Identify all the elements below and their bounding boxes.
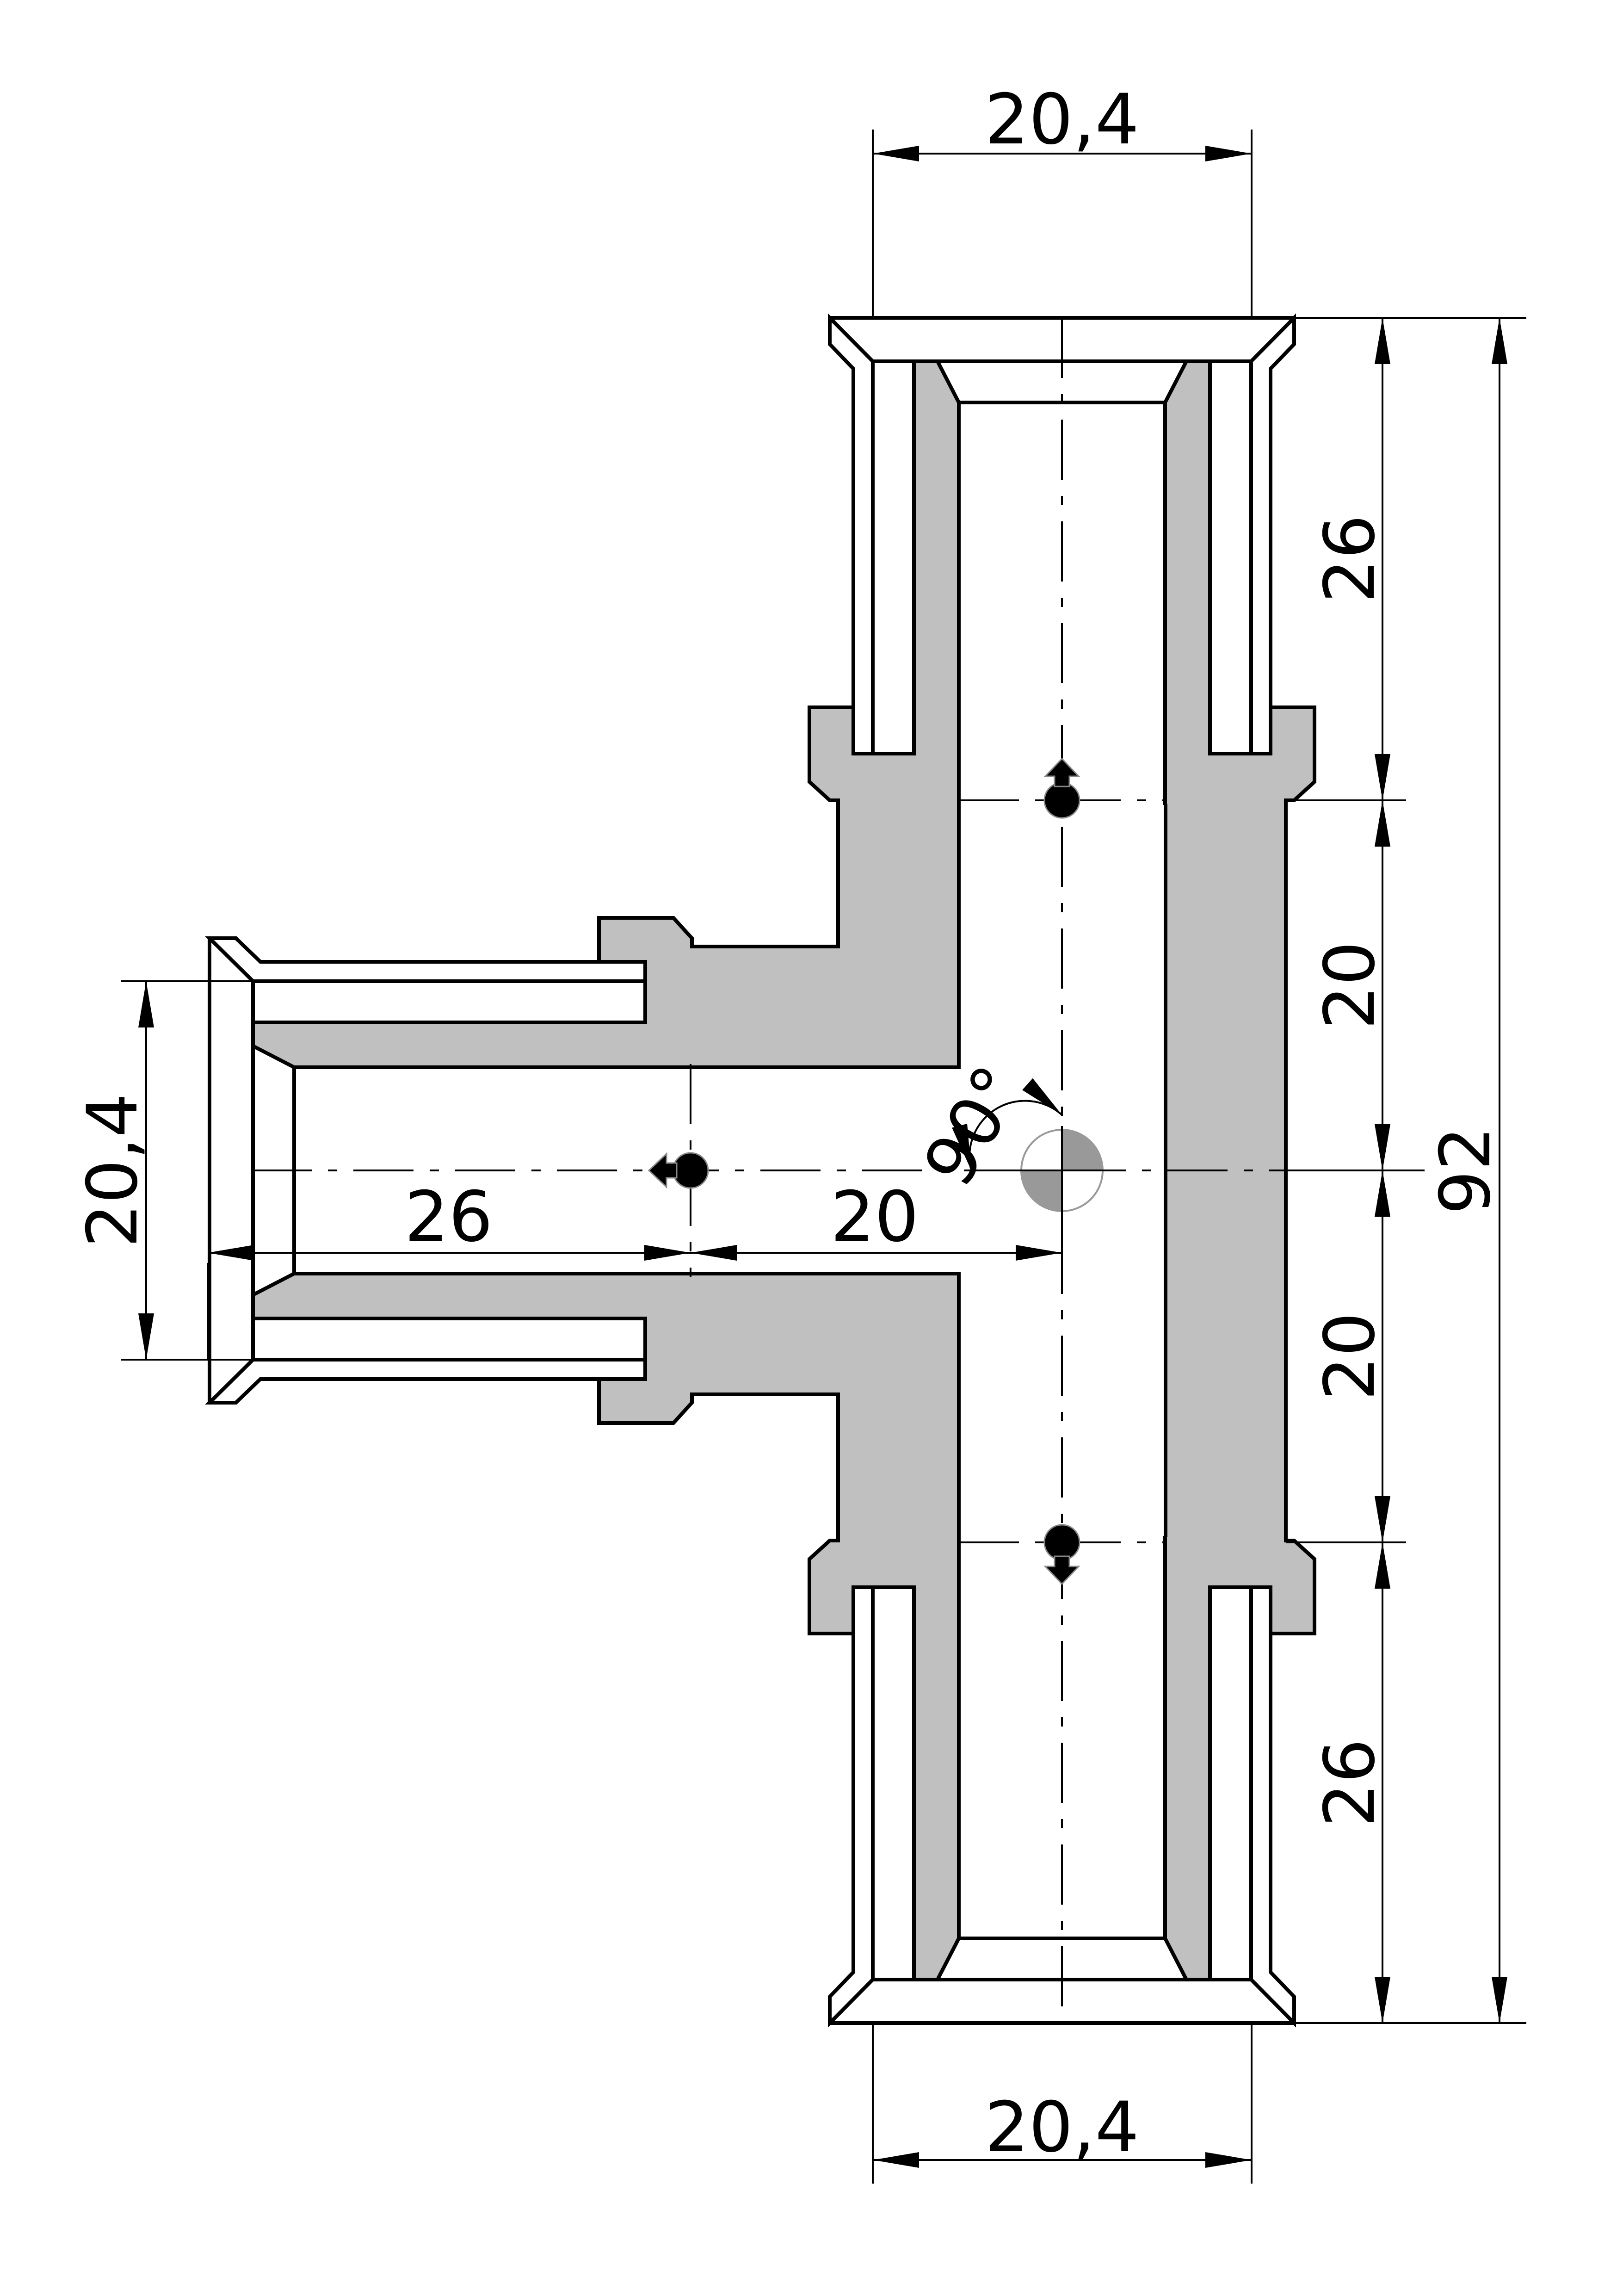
dim-overall-length: 92 — [1426, 1126, 1506, 1215]
port-marker-top-arrow-icon — [1043, 757, 1080, 819]
dimension-lines — [138, 146, 1507, 2168]
dim-branch-socket: 26 — [405, 1177, 493, 1257]
dim-right-lower-center: 20 — [1310, 1312, 1390, 1401]
dim-bottom-width: 20,4 — [985, 2087, 1139, 2168]
dim-right-upper-center: 20 — [1310, 941, 1390, 1030]
dim-right-bottom-socket: 26 — [1310, 1739, 1390, 1827]
port-marker-branch-arrow-icon — [648, 1152, 709, 1189]
center-of-gravity-icon — [1018, 1126, 1106, 1215]
dim-angle: 90° — [908, 1053, 1040, 1200]
dim-right-top-socket: 26 — [1310, 515, 1390, 603]
centerlines — [121, 130, 1526, 2184]
port-marker-bottom-arrow-icon — [1043, 1524, 1080, 1585]
dim-branch-width: 20,4 — [73, 1093, 153, 1248]
dim-branch-center: 20 — [831, 1177, 919, 1257]
dim-top-width: 20,4 — [985, 80, 1139, 160]
